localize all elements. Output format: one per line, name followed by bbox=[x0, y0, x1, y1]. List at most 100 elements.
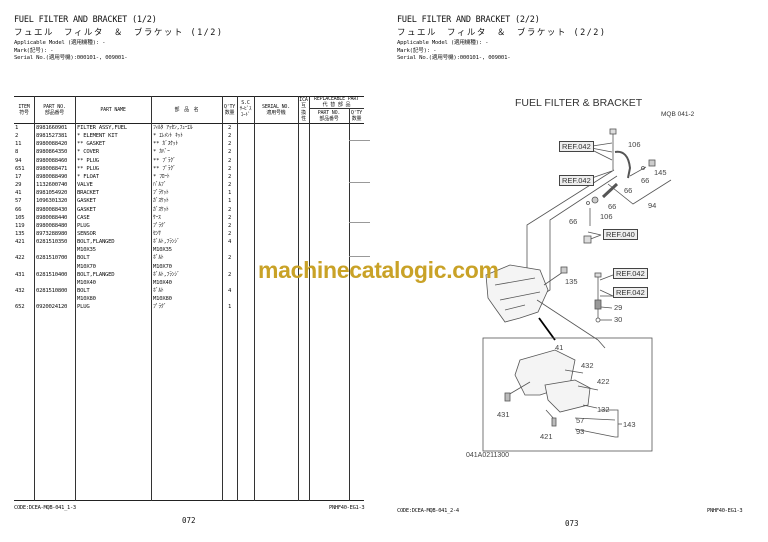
cell-part-no: 8980088420 bbox=[36, 141, 68, 148]
cell-item: 422 bbox=[15, 255, 25, 262]
cell-qty: 2 bbox=[227, 222, 232, 229]
cell-item: 2 bbox=[15, 133, 19, 140]
page-title-jp: フュエル フィルタ ＆ ブラケット (2/2) bbox=[397, 28, 607, 38]
callout-431: 431 bbox=[497, 410, 510, 419]
callout-432: 432 bbox=[581, 361, 594, 370]
cell-name-jp: ｾﾝｻ bbox=[153, 230, 161, 237]
cell-name-jp: * ﾌﾛｰﾄ bbox=[153, 173, 170, 180]
cell-part-no: 8980088471 bbox=[36, 165, 68, 172]
cell-qty: 1 bbox=[227, 198, 232, 205]
callout-143: 143 bbox=[623, 420, 636, 429]
page-title-jp: フュエル フィルタ ＆ ブラケット (1/2) bbox=[14, 28, 224, 38]
ref-042-label: REF.042 bbox=[559, 141, 594, 152]
cell-qty: 2 bbox=[227, 173, 232, 180]
cell-item: 1 bbox=[15, 125, 19, 131]
cell-part-no: 8981527381 bbox=[36, 133, 68, 140]
cell-qty: 1 bbox=[227, 304, 232, 311]
cell-name: CASE bbox=[77, 214, 90, 221]
cell-name-jp: ** ﾌﾟﾗｸﾞ bbox=[153, 165, 176, 172]
cell-part-no: 1096301320 bbox=[36, 198, 68, 205]
cell-qty: 2 bbox=[227, 125, 232, 131]
page-number: 073 bbox=[565, 519, 579, 528]
cell-name-jp: M10X70 bbox=[153, 263, 172, 270]
cell-part-no: 0281510350 bbox=[36, 239, 68, 246]
ref-042-label: REF.042 bbox=[613, 287, 648, 298]
cell-part-no: 0281510800 bbox=[36, 288, 68, 294]
cell-qty: 2 bbox=[227, 214, 232, 221]
header-repl-part-no: PART NO.部品番号 bbox=[317, 110, 341, 122]
ref-042-label: REF.042 bbox=[613, 268, 648, 279]
cell-name: BOLT bbox=[77, 255, 90, 262]
callout-66: 66 bbox=[641, 176, 650, 185]
cell-part-no: 8981054920 bbox=[36, 190, 68, 197]
cell-name-jp: ｶﾞｽｹｯﾄ bbox=[153, 198, 169, 205]
callout-30: 30 bbox=[614, 315, 623, 324]
cell-qty: 4 bbox=[227, 239, 232, 246]
cell-qty: 2 bbox=[227, 165, 232, 172]
page-title-en: FUEL FILTER AND BRACKET (1/2) bbox=[14, 15, 157, 25]
cell-qty: 4 bbox=[227, 288, 232, 294]
cell-name-jp: ﾎﾞﾙﾄ bbox=[153, 255, 164, 262]
cell-name: ** GASKET bbox=[77, 141, 106, 148]
serial-no: Serial No.(適用号機):000101-, 009001- bbox=[14, 55, 128, 61]
cell-name-jp: ﾎﾞﾙﾄ,ﾌﾗﾝｼﾞ bbox=[153, 271, 180, 278]
cell-item: 651 bbox=[15, 165, 25, 172]
footer-model: PNHF40-EG1-3 bbox=[707, 508, 743, 514]
cell-item: 11 bbox=[15, 141, 22, 148]
cell-qty: 2 bbox=[227, 141, 232, 148]
callout-421: 421 bbox=[540, 432, 553, 441]
footer-code: CODE:DCEA-MQB-041_2-4 bbox=[397, 508, 459, 514]
cell-part-no: 8980088430 bbox=[36, 206, 68, 213]
cell-name: ** PLUG bbox=[77, 157, 99, 164]
header-part-name-jp: 部 品 名 bbox=[174, 107, 199, 113]
footer-code: CODE:DCEA-MQB-041_1-3 bbox=[14, 505, 76, 511]
callout-422: 422 bbox=[597, 377, 610, 386]
cell-part-no: 8980864350 bbox=[36, 149, 68, 156]
cell-item: 8 bbox=[15, 149, 19, 156]
cell-item: 135 bbox=[15, 230, 25, 237]
callout-66: 66 bbox=[624, 186, 633, 195]
table-row: M10X35 M10X35 bbox=[14, 246, 364, 254]
cell-name-jp: ﾎﾞﾙﾄ bbox=[153, 288, 164, 294]
cell-name-jp: M10X35 bbox=[153, 247, 172, 254]
applicable-model: Applicable Model (適用機種): - bbox=[397, 40, 489, 46]
cell-part-no: 8981660901 bbox=[36, 125, 68, 131]
header-part-name: PART NAME bbox=[100, 107, 126, 113]
cell-name: ** PLUG bbox=[77, 165, 99, 172]
cell-qty: 2 bbox=[227, 133, 232, 140]
cell-qty: 2 bbox=[227, 157, 232, 164]
diagram-code: MQB 041-2 bbox=[661, 111, 695, 118]
callout-41: 41 bbox=[555, 343, 564, 352]
cell-name: BOLT,FLANGED bbox=[77, 239, 115, 246]
cell-part-no: 8980088460 bbox=[36, 157, 68, 164]
cell-name: PLUG bbox=[77, 222, 90, 229]
cell-name: SENSOR bbox=[77, 230, 96, 237]
table-row: 651 8980088471 ** PLUG ** ﾌﾟﾗｸﾞ 2 bbox=[14, 165, 364, 173]
cell-part-no: 1132600740 bbox=[36, 182, 68, 189]
cell-name: GASKET bbox=[77, 198, 96, 205]
cell-part-no: 0920024120 bbox=[36, 304, 68, 311]
applicable-model: Applicable Model (適用機種): - bbox=[14, 40, 106, 46]
cell-name-jp: * ｶﾊﾞｰ bbox=[153, 149, 170, 156]
cell-name: M10X35 bbox=[77, 247, 96, 254]
footer-model: PNHF40-EG1-3 bbox=[329, 505, 365, 511]
cell-qty: 2 bbox=[227, 206, 232, 213]
drawing-number: 041A0211300 bbox=[466, 452, 510, 459]
cell-item: 41 bbox=[15, 190, 22, 197]
cell-name-jp: ｶﾞｽｹｯﾄ bbox=[153, 206, 169, 213]
